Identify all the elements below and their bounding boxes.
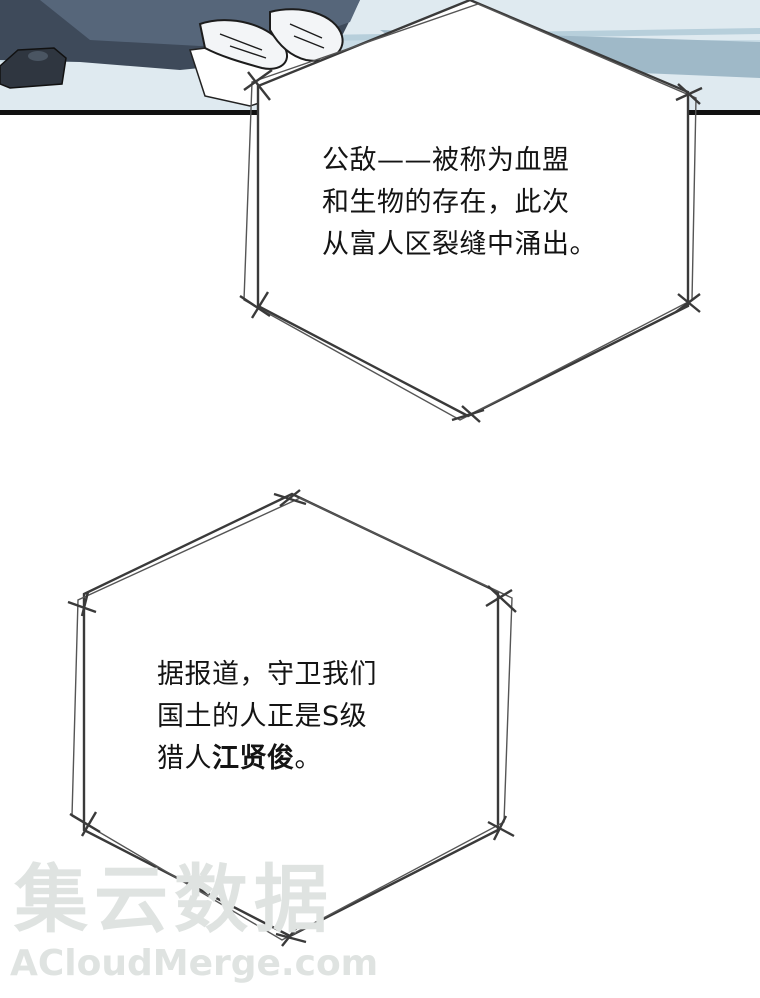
watermark-logo: 集云数据 ACloudMerge.com xyxy=(10,858,380,988)
caption-box-2-frame xyxy=(67,489,517,947)
caption-2-line: 国土的人正是S级 xyxy=(157,701,368,732)
caption-1-line: 公敌——被称为血盟 xyxy=(322,145,570,176)
caption-2-line-3-prefix: 猎人 xyxy=(157,743,212,774)
caption-text-2: 据报道，守卫我们 国土的人正是S级 猎人江贤俊。 xyxy=(157,654,377,780)
caption-text-1: 公敌——被称为血盟 和生物的存在，此次 从富人区裂缝中涌出。 xyxy=(322,140,597,266)
caption-1-line: 和生物的存在，此次 xyxy=(322,187,570,218)
caption-2-line-3-suffix: 。 xyxy=(294,743,322,774)
watermark-site-text: ACloudMerge.com xyxy=(10,943,379,984)
watermark-cjk-text: 集云数据 xyxy=(14,857,334,943)
caption-2-line: 据报道，守卫我们 xyxy=(157,659,377,690)
caption-2-line: 猎人江贤俊。 xyxy=(157,738,377,780)
hunter-name-emphasis: 江贤俊 xyxy=(212,743,295,774)
caption-box-1-frame xyxy=(239,0,703,423)
caption-1-line: 从富人区裂缝中涌出。 xyxy=(322,229,597,260)
